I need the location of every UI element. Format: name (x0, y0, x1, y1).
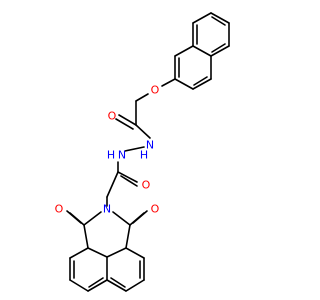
atom-labels: O O N H N H O O N O (55, 84, 160, 216)
atom-h-hydrazide-top: H (140, 149, 148, 162)
atom-n-hydrazide-bottom: N (118, 149, 126, 162)
atom-n-imide: N (103, 203, 111, 216)
molecule-canvas: O O N H N H O O N O (54, 12, 230, 292)
atom-o-carbonyl-mid: O (142, 179, 151, 192)
atom-h-hydrazide-bottom: H (107, 149, 115, 162)
naphthalene-ring (174, 12, 230, 90)
atom-n-hydrazide-top: N (146, 139, 154, 152)
atom-o-imide-right: O (151, 203, 160, 216)
linker-chain (106, 78, 176, 198)
naphthalimide-ring (66, 196, 148, 292)
atom-o-carbonyl-top: O (108, 110, 117, 123)
atom-o-ether: O (151, 84, 160, 97)
atom-o-imide-left: O (55, 203, 64, 216)
molecule-structure: O O N H N H O O N O (55, 12, 230, 292)
